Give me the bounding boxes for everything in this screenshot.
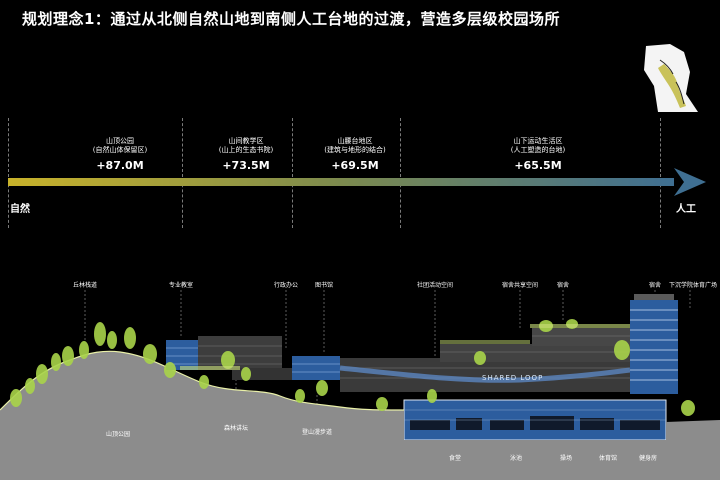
divider [182, 118, 183, 228]
section-label-top: 社团活动空间 [417, 281, 453, 289]
section-label-bottom: 泳池 [510, 454, 522, 462]
divider [292, 118, 293, 228]
zone-elevation: +65.5M [514, 159, 562, 172]
zone-sports-living: 山下运动生活区 (人工塑造的台地) +65.5M [478, 137, 598, 172]
section-label-bottom: 森林讲坛 [224, 424, 248, 432]
zone-name: 山下运动生活区 [513, 137, 563, 145]
section-label-top: 丘林栈道 [73, 281, 97, 289]
zone-teaching: 山间教学区 (山上的生态书院) +73.5M [186, 137, 306, 172]
section-label-bottom: 食堂 [449, 454, 461, 462]
section-label-top: 宿舍 [649, 281, 661, 289]
section-label-top: 图书馆 [315, 281, 333, 289]
section-label-bottom: 健身房 [639, 454, 657, 462]
zone-name: 山间教学区 [228, 137, 264, 145]
section-label-bottom: 山顶公园 [106, 430, 130, 438]
section-label-top: 宿舍 [557, 281, 569, 289]
zone-elevation: +87.0M [96, 159, 144, 172]
section-label-bottom: 操场 [560, 454, 572, 462]
zone-subtitle: (山上的生态书院) [218, 146, 274, 154]
zone-elevation: +69.5M [331, 159, 379, 172]
divider [400, 118, 401, 228]
site-section: SHARED LOOP [0, 281, 720, 480]
section-label-top: 专业教室 [169, 281, 193, 289]
page-title: 规划理念1：通过从北侧自然山地到南侧人工台地的过渡，营造多层级校园场所 [22, 10, 560, 28]
zone-subtitle: (自然山体保留区) [92, 146, 148, 154]
loop-label: SHARED LOOP [482, 374, 543, 382]
zone-subtitle: (建筑与地形的结合) [324, 146, 386, 154]
section-label-top: 宿舍共享空间 [502, 281, 538, 289]
section-label-bottom: 体育馆 [599, 454, 617, 462]
zone-name: 山顶公园 [106, 137, 134, 145]
divider [660, 118, 661, 228]
section-label-top: 下沉学院体育广场 [669, 281, 717, 289]
zone-subtitle: (人工塑造的台地) [510, 146, 566, 154]
start-label: 自然 [10, 204, 30, 215]
section-label-top: 行政办公 [274, 281, 298, 289]
zone-terrace: 山腰台地区 (建筑与地形的结合) +69.5M [295, 137, 415, 172]
site-key-plan [644, 44, 698, 112]
zone-name: 山腰台地区 [337, 137, 373, 145]
zone-elevation: +73.5M [222, 159, 270, 172]
zone-summit-park: 山顶公园 (自然山体保留区) +87.0M [60, 137, 180, 172]
end-label: 人工 [676, 204, 696, 215]
divider [8, 118, 9, 228]
section-label-bottom: 登山漫步道 [302, 428, 332, 436]
gradient-arrow [8, 168, 706, 196]
